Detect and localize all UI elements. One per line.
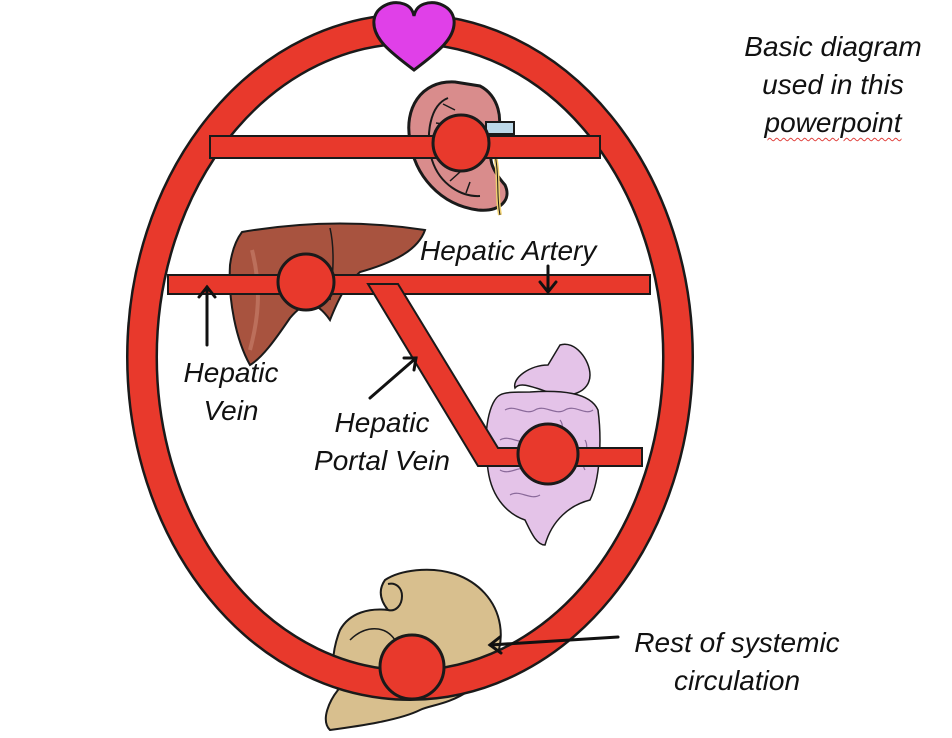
caption-line-2: used in this [762, 69, 904, 100]
portal-vein-label-line-1: Hepatic [334, 407, 430, 438]
portal-vein-label: Hepatic Portal Vein [302, 404, 462, 480]
liver-capillary-node [276, 252, 336, 312]
hepatic-vein-label-line-2: Vein [203, 395, 259, 426]
hepatic-artery-arrow [538, 264, 558, 295]
portal-vein-arrow [368, 356, 418, 400]
intestine-capillary-node [516, 422, 580, 486]
portal-vein-vessel [366, 283, 643, 467]
hepatic-vein-label: Hepatic Vein [168, 354, 294, 430]
caption-line-3: powerpoint [764, 107, 902, 138]
hepatic-vein-label-line-1: Hepatic [183, 357, 279, 388]
systemic-circulation-arrow [487, 635, 620, 655]
heart-icon [372, 1, 456, 72]
renal-vessel [209, 135, 601, 159]
systemic-circulation-label: Rest of systemic circulation [614, 624, 860, 700]
muscle-capillary-node [378, 633, 446, 701]
hepatic-artery-label: Hepatic Artery [420, 235, 597, 266]
systemic-label-line-1: Rest of systemic [634, 627, 840, 658]
caption: Basic diagram used in this powerpoint [728, 28, 938, 142]
hepatic-vein-arrow [197, 284, 217, 347]
portal-vein-label-line-2: Portal Vein [314, 445, 450, 476]
systemic-label-line-2: circulation [673, 665, 801, 696]
hepatic-vessel [167, 274, 651, 295]
kidney-capillary-node [431, 113, 491, 173]
caption-line-1: Basic diagram [744, 31, 922, 62]
